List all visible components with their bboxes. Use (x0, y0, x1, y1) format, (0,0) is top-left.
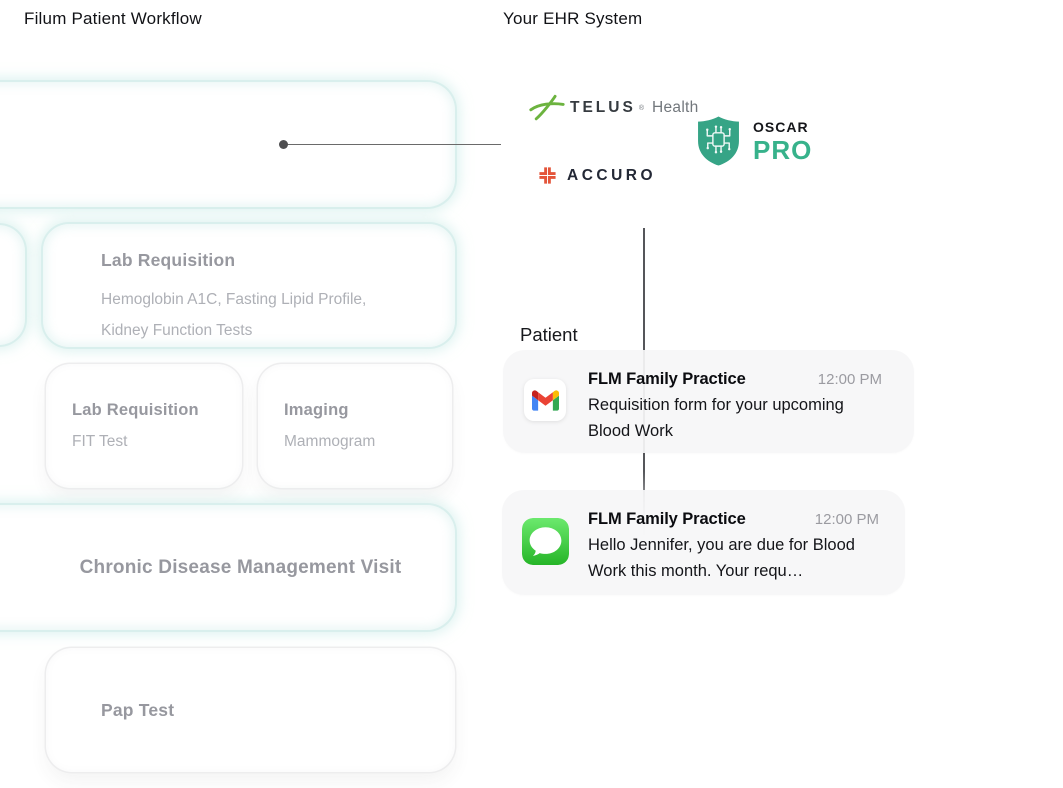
card-subtitle-line1: Hemoglobin A1C, Fasting Lipid Profile, (101, 291, 367, 308)
card-subtitle-line2: Kidney Function Tests (101, 322, 253, 339)
notification-message-line1: Hello Jennifer, you are due for Blood (588, 536, 855, 554)
connector-line (287, 143, 501, 146)
notification-message-line1: Requisition form for your upcoming (588, 396, 844, 414)
telus-health-wordmark: Health (651, 99, 699, 116)
card-title: Pap Test (101, 699, 175, 720)
oscar-pro-logo: OSCAR PRO (696, 115, 812, 167)
connector-dot-icon (279, 140, 288, 149)
ehr-column-title: Your EHR System (503, 9, 643, 28)
workflow-card-lab-requisition: Lab Requisition Hemoglobin A1C, Fasting … (43, 224, 455, 347)
oscar-shield-icon (696, 115, 741, 167)
card-title: Lab Requisition (101, 250, 236, 270)
accuro-cross-icon (538, 166, 557, 185)
workflow-card-partial-left (0, 225, 25, 345)
workflow-card-pap-test: Pap Test (46, 648, 455, 772)
notification-imessage[interactable]: FLM Family Practice 12:00 PM Hello Jenni… (502, 490, 905, 595)
notification-message-line2: Blood Work (588, 422, 673, 440)
telus-health-logo: TELUS® Health (529, 94, 699, 122)
accuro-logo: ACCURO (538, 166, 656, 185)
accuro-wordmark: ACCURO (567, 166, 657, 184)
imessage-icon (522, 518, 569, 565)
card-subtitle: Mammogram (284, 433, 376, 450)
oscar-wordmark: OSCAR (753, 118, 809, 135)
telus-swoosh-icon (529, 94, 565, 122)
workflow-card-lab-requisition-fit: Lab Requisition FIT Test (46, 364, 242, 488)
notification-time: 12:00 PM (814, 511, 879, 528)
notification-sender: FLM Family Practice (588, 510, 746, 528)
card-title: Chronic Disease Management Visit (79, 556, 402, 578)
workflow-column-title: Filum Patient Workflow (24, 9, 202, 28)
workflow-card-chronic-disease: Chronic Disease Management Visit (0, 505, 455, 630)
oscar-pro-wordmark: PRO (753, 134, 813, 165)
card-title: Imaging (284, 401, 349, 419)
notification-message-line2: Work this month. Your requ… (588, 562, 804, 580)
telus-wordmark: TELUS (570, 99, 636, 116)
telus-trademark: ® (638, 104, 644, 112)
card-title: Lab Requisition (72, 401, 199, 419)
gmail-icon (524, 379, 566, 421)
patient-label: Patient (520, 324, 578, 345)
notification-gmail[interactable]: FLM Family Practice 12:00 PM Requisition… (503, 350, 914, 453)
notification-time: 12:00 PM (817, 371, 882, 388)
workflow-card-imaging: Imaging Mammogram (258, 364, 452, 488)
notification-sender: FLM Family Practice (588, 370, 746, 388)
card-subtitle: FIT Test (72, 433, 128, 450)
